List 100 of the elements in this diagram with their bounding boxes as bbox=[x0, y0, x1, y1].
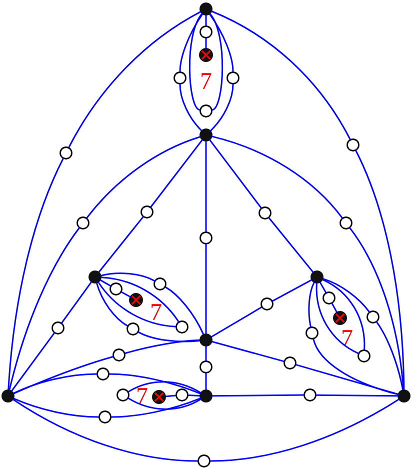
hollow-vertex bbox=[174, 72, 186, 84]
hollow-vertex bbox=[322, 292, 336, 304]
crossed-vertex bbox=[199, 48, 213, 62]
hollow-vertex bbox=[60, 146, 72, 160]
graph-edge bbox=[322, 279, 366, 350]
filled-vertex bbox=[200, 334, 212, 346]
crossed-vertex bbox=[152, 390, 166, 404]
graph-edge bbox=[120, 291, 130, 298]
graph-edge bbox=[212, 341, 285, 362]
hollow-vertex bbox=[198, 454, 210, 468]
graph-edge bbox=[188, 394, 200, 396]
filled-vertex bbox=[200, 2, 212, 16]
graph-edge bbox=[212, 136, 343, 219]
graph-edge bbox=[13, 356, 114, 394]
hollow-vertex bbox=[200, 232, 212, 244]
hollow-vertex bbox=[200, 360, 212, 374]
graph-edge bbox=[164, 286, 204, 335]
hollow-vertex bbox=[260, 298, 274, 310]
graph-edge bbox=[128, 398, 202, 410]
graph-edge bbox=[13, 373, 98, 394]
graph-edge bbox=[210, 398, 400, 462]
hollow-vertex bbox=[226, 72, 240, 84]
graph-edge bbox=[295, 364, 398, 395]
hollow-vertex bbox=[112, 348, 126, 362]
hollow-vertex bbox=[200, 26, 212, 38]
graph-edge bbox=[205, 140, 207, 232]
graph-edge bbox=[13, 398, 100, 418]
graph-edge bbox=[268, 217, 314, 273]
graph-edge bbox=[331, 302, 338, 312]
hollow-vertex bbox=[200, 104, 212, 118]
graph-edge bbox=[210, 13, 224, 111]
order-label: 7 bbox=[342, 330, 352, 346]
graph-edge bbox=[100, 280, 112, 287]
graph-edge bbox=[61, 282, 92, 324]
graph-edge bbox=[108, 373, 201, 394]
graph-edge bbox=[205, 244, 207, 334]
graph-edge bbox=[209, 140, 262, 209]
graph-edge bbox=[316, 282, 359, 354]
filled-vertex bbox=[88, 270, 102, 284]
graph-edge bbox=[376, 321, 404, 390]
graph-edge bbox=[205, 14, 207, 26]
hollow-vertex bbox=[76, 216, 90, 230]
hollow-vertex bbox=[258, 206, 272, 220]
hollow-vertex bbox=[154, 278, 166, 290]
hollow-vertex bbox=[366, 310, 380, 324]
filled-vertex bbox=[200, 390, 212, 402]
hollow-vertex bbox=[358, 350, 370, 362]
graph-edge bbox=[124, 339, 200, 354]
graph-edge bbox=[8, 227, 80, 390]
crossed-vertex bbox=[129, 293, 143, 307]
graph-edge bbox=[165, 394, 176, 398]
graph-edge bbox=[205, 346, 207, 362]
graph-edge bbox=[205, 372, 207, 390]
graph-edge bbox=[188, 13, 202, 111]
graph-edge bbox=[316, 394, 398, 397]
hollow-vertex bbox=[306, 326, 318, 340]
hollow-vertex bbox=[116, 388, 130, 402]
graph-edge bbox=[349, 227, 404, 390]
graph-edge bbox=[98, 216, 144, 273]
order-label: 7 bbox=[152, 304, 162, 320]
graph-edge bbox=[312, 338, 398, 396]
graph-edge bbox=[355, 150, 405, 390]
graph-edge bbox=[150, 140, 203, 208]
hollow-vertex bbox=[304, 388, 316, 402]
hollow-vertex bbox=[52, 322, 64, 334]
graph-edge bbox=[68, 11, 201, 148]
graph-edge bbox=[96, 282, 128, 327]
graph-edge bbox=[308, 282, 315, 328]
filled-vertex bbox=[2, 390, 14, 402]
graph-edge bbox=[322, 278, 370, 313]
hollow-vertex bbox=[110, 282, 122, 296]
graph-edge bbox=[12, 398, 198, 462]
graph-edge bbox=[11, 332, 55, 392]
hollow-vertex bbox=[176, 320, 188, 334]
hollow-vertex bbox=[96, 368, 110, 380]
graph-edge bbox=[209, 14, 234, 72]
order-label: 7 bbox=[202, 73, 212, 89]
graph-edge bbox=[179, 14, 203, 72]
graph-edge bbox=[205, 38, 207, 49]
hollow-vertex bbox=[140, 206, 154, 218]
graph-edge bbox=[211, 10, 351, 140]
filled-vertex bbox=[200, 128, 212, 142]
crossed-vertex bbox=[333, 311, 347, 325]
hollow-vertex bbox=[176, 388, 188, 402]
graph-edge bbox=[138, 331, 200, 342]
graph-edge bbox=[210, 84, 234, 132]
hollow-vertex bbox=[284, 356, 296, 370]
graph-edge bbox=[212, 394, 304, 397]
hollow-vertex bbox=[98, 410, 112, 424]
hollow-vertex bbox=[340, 216, 352, 230]
graph-edge bbox=[320, 282, 327, 294]
graph-edge bbox=[179, 84, 202, 132]
graph-edge bbox=[8, 158, 64, 390]
graph-edge bbox=[86, 136, 200, 219]
graph-edge bbox=[100, 272, 156, 282]
filled-vertex bbox=[398, 390, 410, 402]
order-label: 7 bbox=[138, 388, 148, 404]
graph-edge bbox=[110, 398, 201, 418]
graph-edge bbox=[128, 381, 202, 394]
hollow-vertex bbox=[126, 322, 140, 336]
